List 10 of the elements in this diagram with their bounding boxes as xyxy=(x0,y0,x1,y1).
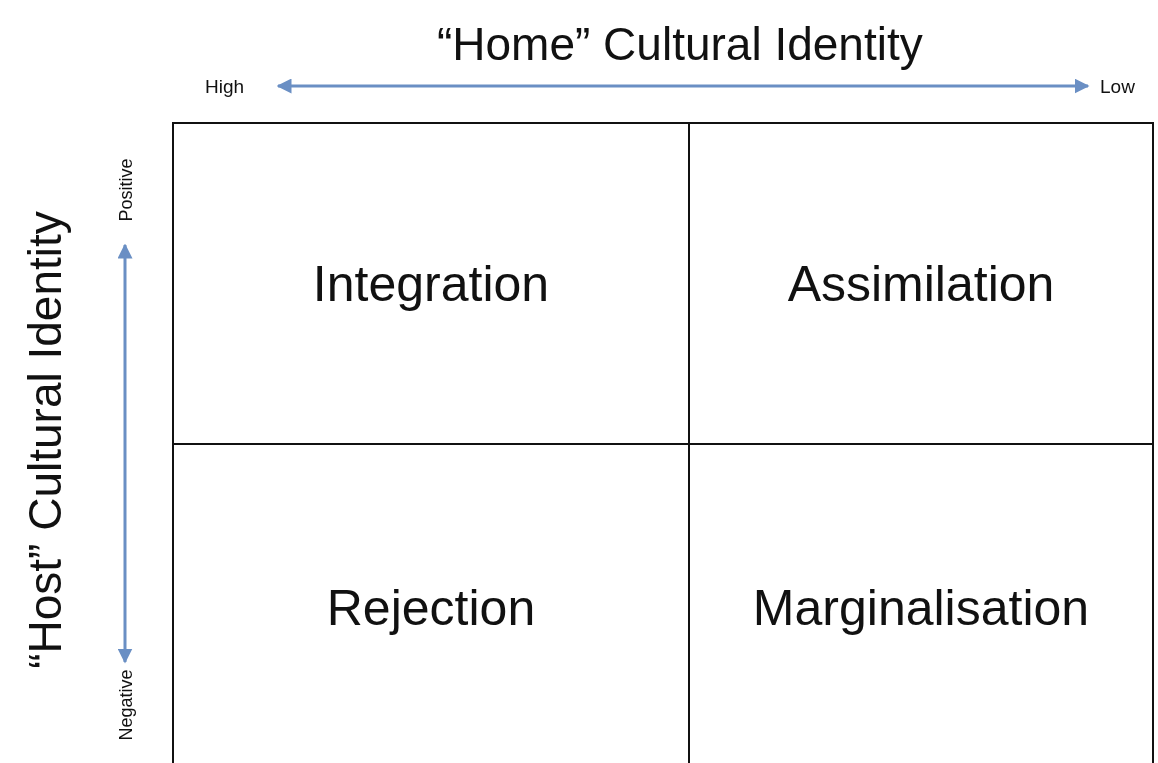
quadrant-label: Integration xyxy=(312,254,550,313)
axis-end-label: Positive xyxy=(116,158,134,222)
quadrant-cell xyxy=(172,122,690,445)
quadrant-label: Assimilation xyxy=(787,254,1055,313)
axis-end-label: Negative xyxy=(116,669,134,741)
axis-end-label: Low xyxy=(1100,76,1135,96)
quadrant-label: Rejection xyxy=(326,579,536,637)
quadrant-label: Marginalisation xyxy=(752,579,1090,637)
quadrant-cell xyxy=(688,122,1154,445)
axis-end-label: High xyxy=(205,76,245,96)
